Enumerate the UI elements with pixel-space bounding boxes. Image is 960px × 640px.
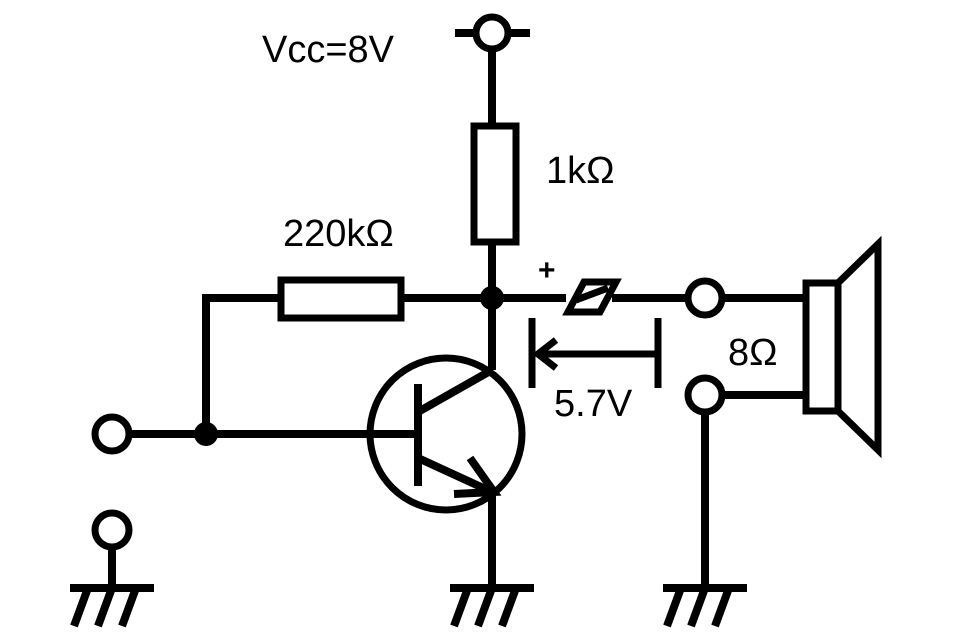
collector-resistor [470, 122, 520, 246]
input-terminal [91, 413, 133, 455]
vcc-terminal [455, 13, 530, 53]
collector-resistor-label: 1kΩ [546, 150, 615, 192]
vcc-label: Vcc=8V [262, 29, 395, 71]
ground-symbol-emitter [450, 584, 534, 628]
ground-symbol-input [70, 547, 154, 628]
junction-node-input [194, 422, 218, 446]
input-ground-terminal [91, 509, 133, 551]
coupling-capacitor [562, 278, 622, 316]
speaker-symbol [802, 235, 882, 459]
ground-symbol-output [663, 584, 747, 628]
wire-bias-left [202, 294, 281, 434]
bias-resistor [277, 276, 405, 322]
bias-resistor-label: 220kΩ [283, 213, 394, 255]
output-terminal-bottom [684, 374, 726, 416]
capacitor-voltage-label: 5.7V [554, 383, 633, 425]
voltage-arrow [528, 318, 662, 388]
capacitor-plus-label: + [538, 254, 556, 287]
speaker-label: 8Ω [728, 332, 778, 374]
npn-transistor [366, 298, 526, 514]
output-terminal-top [684, 277, 726, 319]
